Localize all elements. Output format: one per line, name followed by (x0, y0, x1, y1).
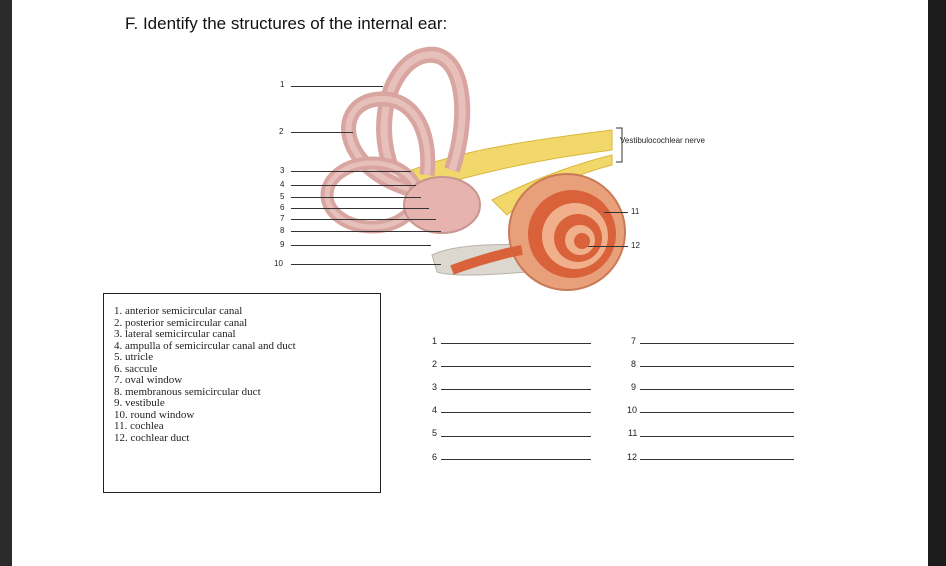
answer-blank-8[interactable] (640, 366, 794, 367)
inner-ear-diagram (12, 0, 928, 300)
worksheet-page: F. Identify the structures of the intern… (12, 0, 928, 566)
figure-label-11: 11 (631, 207, 639, 216)
figure-label-4: 4 (280, 180, 284, 189)
answer-blank-2[interactable] (441, 366, 591, 367)
answer-number: 2 (432, 359, 437, 369)
answer-blank-3[interactable] (441, 389, 591, 390)
key-item: 12. cochlear duct (114, 431, 370, 447)
answer-blank-4[interactable] (441, 412, 591, 413)
answer-number: 6 (432, 452, 437, 462)
answer-number: 4 (432, 405, 437, 415)
figure-label-2: 2 (279, 127, 283, 136)
leader-line (291, 245, 431, 246)
answer-blank-12[interactable] (640, 459, 794, 460)
scrollbar[interactable] (928, 0, 946, 566)
structure-key: 1. anterior semicircular canal 2. poster… (103, 293, 381, 493)
answer-number: 12 (627, 452, 637, 462)
figure-label-5: 5 (280, 192, 284, 201)
figure-label-9: 9 (280, 240, 284, 249)
leader-line (588, 246, 628, 247)
leader-line (291, 185, 416, 186)
nerve-label: Vestibulocochlear nerve (620, 136, 710, 145)
answer-number: 3 (432, 382, 437, 392)
answer-blank-11[interactable] (640, 436, 794, 437)
figure-label-1: 1 (280, 80, 284, 89)
figure-label-10: 10 (274, 259, 283, 268)
answer-number: 8 (631, 359, 636, 369)
answer-number: 7 (631, 336, 636, 346)
answer-blank-1[interactable] (441, 343, 591, 344)
answer-number: 1 (432, 336, 437, 346)
leader-line (291, 208, 429, 209)
figure-label-12: 12 (631, 241, 640, 250)
leader-line (291, 231, 441, 232)
answer-blank-10[interactable] (640, 412, 794, 413)
figure-label-3: 3 (280, 166, 284, 175)
leader-line (291, 264, 441, 265)
answer-blank-7[interactable] (640, 343, 794, 344)
answer-number: 10 (627, 405, 637, 415)
leader-line (604, 212, 628, 213)
leader-line (291, 171, 411, 172)
figure-label-7: 7 (280, 214, 284, 223)
figure-label-8: 8 (280, 226, 284, 235)
leader-line (291, 132, 353, 133)
leader-line (291, 219, 436, 220)
leader-line (291, 197, 421, 198)
leader-line (291, 86, 383, 87)
answer-number: 11 (628, 428, 637, 438)
answer-blank-9[interactable] (640, 389, 794, 390)
answer-blank-5[interactable] (441, 436, 591, 437)
answer-number: 9 (631, 382, 636, 392)
figure-label-6: 6 (280, 203, 284, 212)
answer-blank-6[interactable] (441, 459, 591, 460)
answer-number: 5 (432, 428, 437, 438)
